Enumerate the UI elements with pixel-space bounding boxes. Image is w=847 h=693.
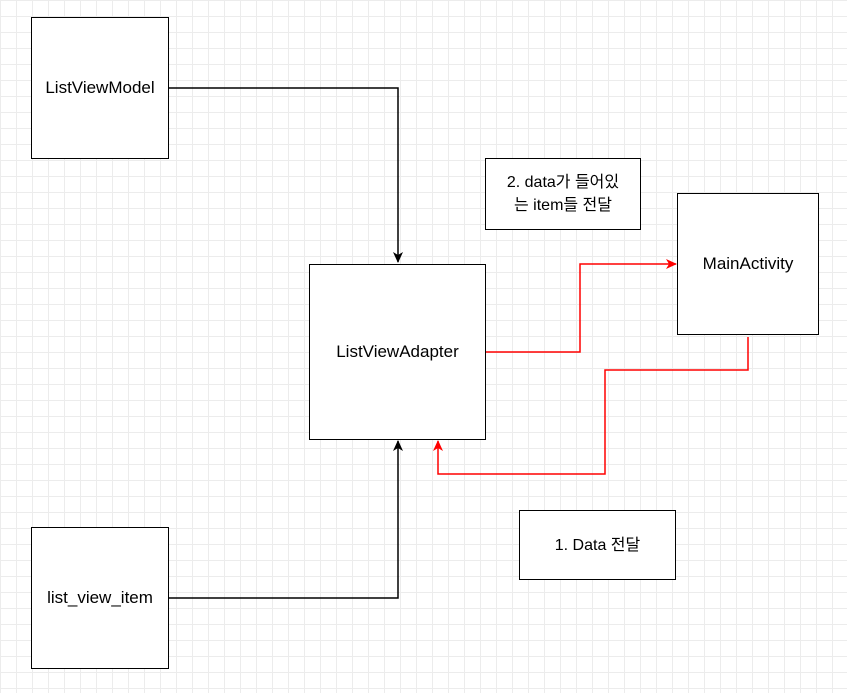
note-data-transfer[interactable]: 1. Data 전달	[519, 510, 676, 580]
node-label: list_view_item	[47, 588, 153, 607]
node-main-activity[interactable]: MainActivity	[677, 193, 819, 335]
node-label: ListViewAdapter	[336, 342, 459, 361]
edge-mainactivity-to-adapter	[433, 337, 749, 475]
note-line-1: 1. Data 전달	[554, 536, 641, 554]
edge-model-to-adapter	[168, 87, 403, 263]
node-list-view-model[interactable]: ListViewModel	[31, 17, 169, 159]
edge-adapter-to-mainactivity	[486, 259, 677, 353]
node-list-view-adapter[interactable]: ListViewAdapter	[309, 264, 486, 440]
note-line-2: 는 item들 전달	[514, 197, 612, 214]
note-line-1: 2. data가 들어있	[506, 174, 620, 191]
edge-item-to-adapter	[168, 440, 403, 599]
node-label: MainActivity	[702, 254, 794, 273]
node-list-view-item[interactable]: list_view_item	[31, 527, 169, 669]
node-label: ListViewModel	[45, 78, 155, 97]
note-items-transfer[interactable]: 2. data가 들어있 는 item들 전달	[485, 158, 641, 230]
